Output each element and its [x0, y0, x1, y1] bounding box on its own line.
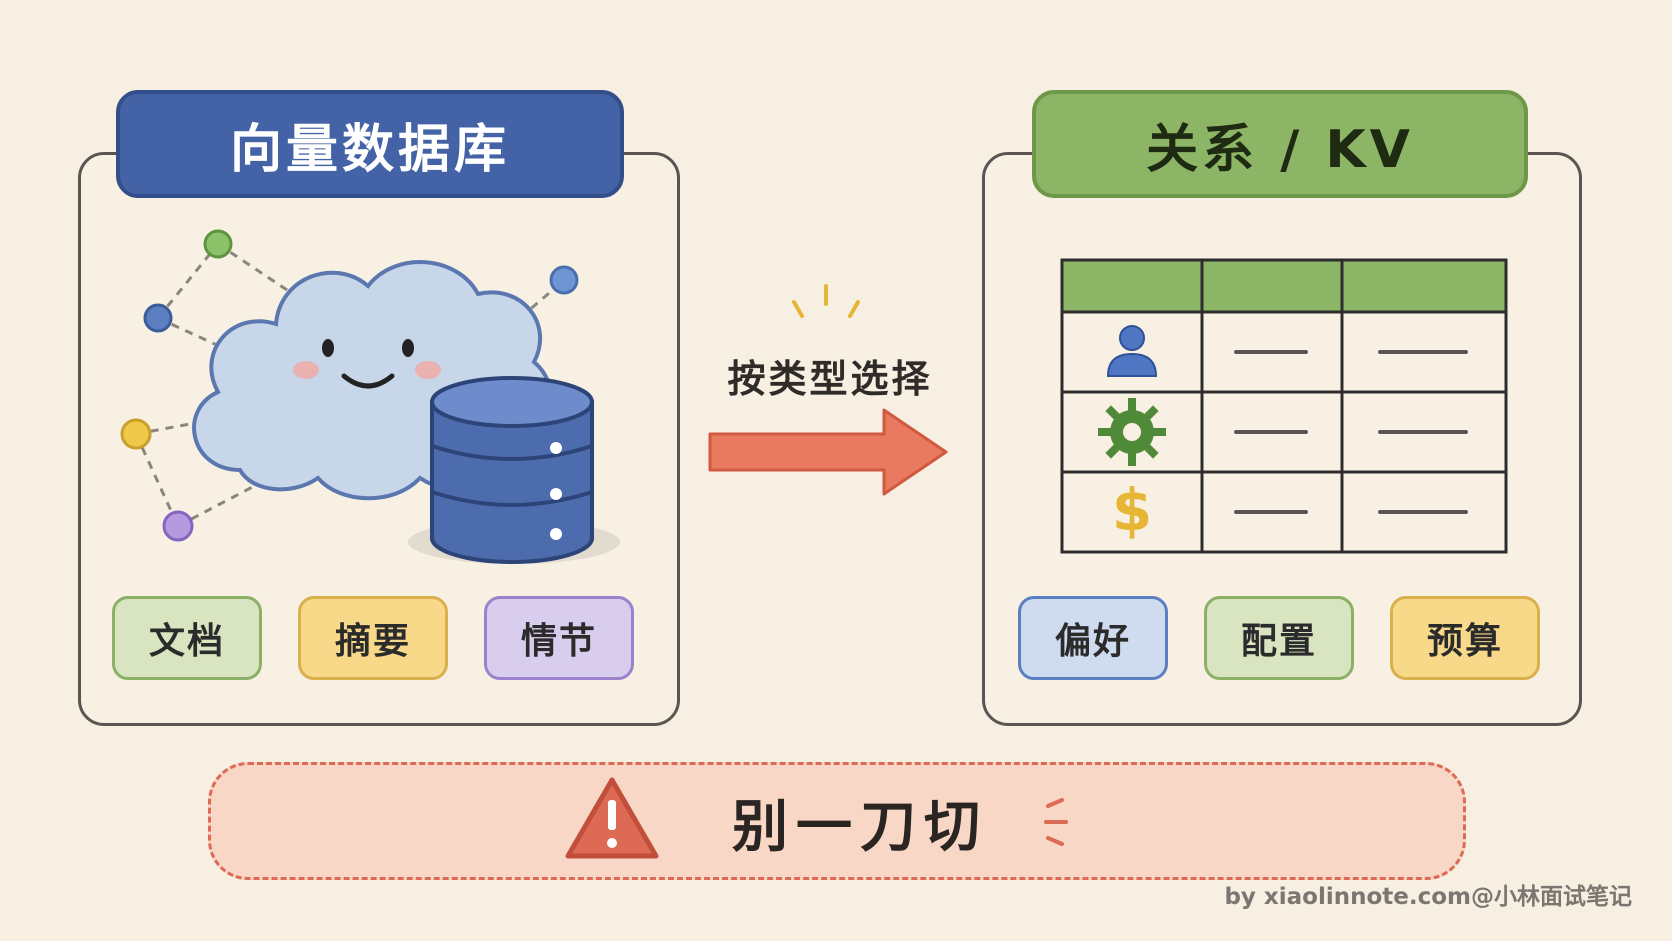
- chip-summary: 摘要: [298, 596, 448, 680]
- chip-preferences: 偏好: [1018, 596, 1168, 680]
- right-arrow-icon: [708, 408, 948, 496]
- database-icon: [408, 376, 620, 564]
- vector-db-title: 向量数据库: [116, 90, 624, 198]
- warning-banner: [208, 762, 1466, 880]
- warning-text: 别一刀切: [732, 794, 988, 860]
- network-node-green: [203, 229, 233, 259]
- network-node-yellow: [120, 418, 152, 450]
- dollar-icon: $: [1112, 476, 1152, 544]
- network-node-blue: [143, 303, 173, 333]
- chip-episodes: 情节: [484, 596, 634, 680]
- chip-documents: 文档: [112, 596, 262, 680]
- sparkle-icon: [792, 284, 860, 318]
- arrow-label: 按类型选择: [727, 357, 933, 401]
- user-icon: [1106, 325, 1158, 377]
- chip-budget: 预算: [1390, 596, 1540, 680]
- chip-config: 配置: [1204, 596, 1354, 680]
- credit-text: by xiaolinnote.com@小林面试笔记: [1224, 884, 1632, 910]
- network-node-blue: [549, 265, 579, 295]
- gear-icon: [1098, 398, 1166, 466]
- warning-triangle-icon: [565, 777, 659, 859]
- network-node-purple: [162, 510, 194, 542]
- emphasis-marks-icon: [1044, 798, 1068, 846]
- relational-kv-title: 关系 / KV: [1032, 90, 1528, 198]
